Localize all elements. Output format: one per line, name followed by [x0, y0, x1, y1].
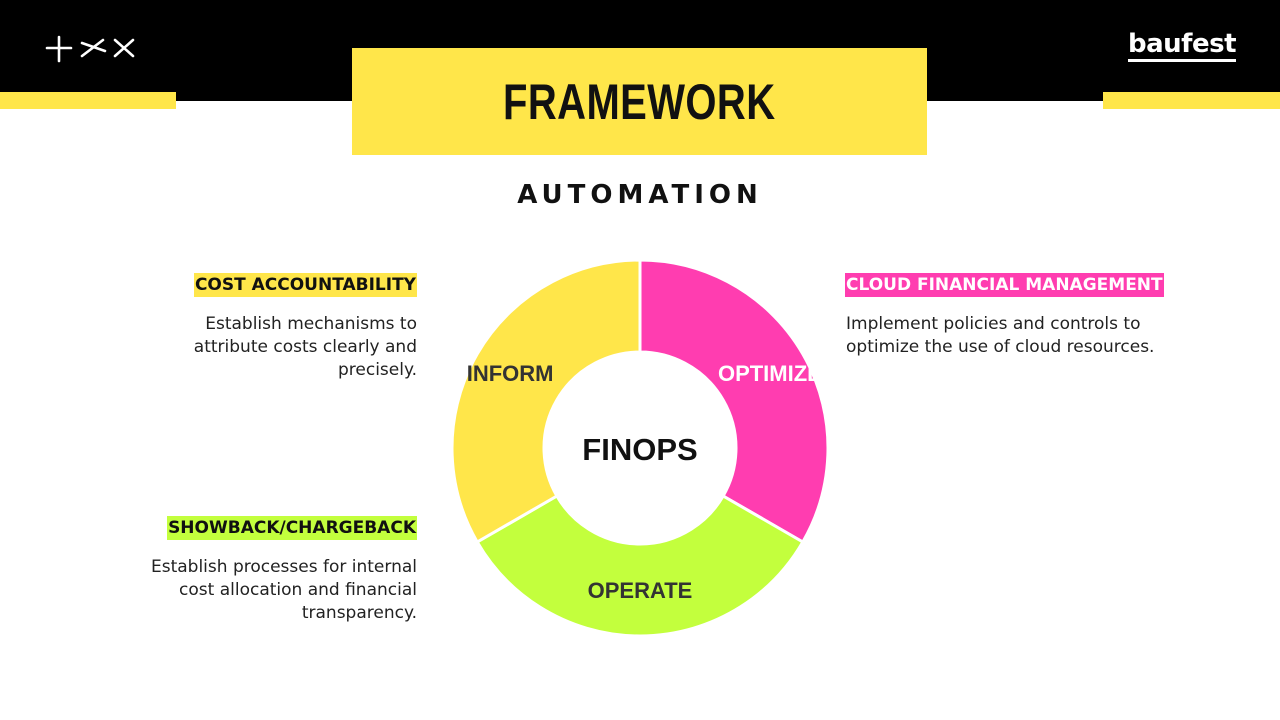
optimize-segment: [638, 258, 830, 545]
desc-line: attribute costs clearly and: [193, 337, 417, 357]
cloud-financial-management-description: Implement policies and controls to optim…: [846, 313, 1154, 359]
desc-line: transparency.: [301, 603, 417, 623]
operate-label: OPERATE: [588, 578, 693, 603]
page-title: FRAMEWORK: [503, 73, 776, 130]
accent-stripe-left: [0, 92, 176, 109]
desc-line: precisely.: [337, 360, 417, 380]
inform-label: INFORM: [467, 361, 554, 386]
showback-chargeback-description: Establish processes for internal cost al…: [151, 556, 417, 625]
title-banner: FRAMEWORK: [352, 48, 927, 155]
baufest-logo: baufest: [1128, 30, 1237, 62]
cloud-financial-management-label: CLOUD FINANCIAL MANAGEMENT: [845, 273, 1164, 297]
cost-accountability-description: Establish mechanisms to attribute costs …: [194, 313, 417, 382]
finops-center-label: FINOPS: [582, 432, 697, 467]
optimize-label: OPTIMIZE: [718, 361, 822, 386]
accent-stripe-right: [1103, 92, 1280, 109]
decorative-marks-icon: [45, 35, 135, 63]
desc-line: Establish mechanisms to: [205, 314, 417, 334]
cost-accountability-label: COST ACCOUNTABILITY: [193, 273, 417, 297]
showback-chargeback-label: SHOWBACK/CHARGEBACK: [167, 516, 417, 540]
desc-line: Implement policies and controls to: [846, 314, 1141, 334]
finops-cycle-diagram: OPTIMIZE OPERATE INFORM FINOPS: [450, 258, 830, 638]
inform-segment: [450, 258, 642, 545]
desc-line: Establish processes for internal: [150, 557, 417, 577]
operate-segment: [475, 493, 805, 638]
desc-line: cost allocation and financial: [179, 580, 417, 600]
desc-line: optimize the use of cloud resources.: [846, 337, 1155, 357]
section-subtitle: AUTOMATION: [517, 180, 763, 210]
